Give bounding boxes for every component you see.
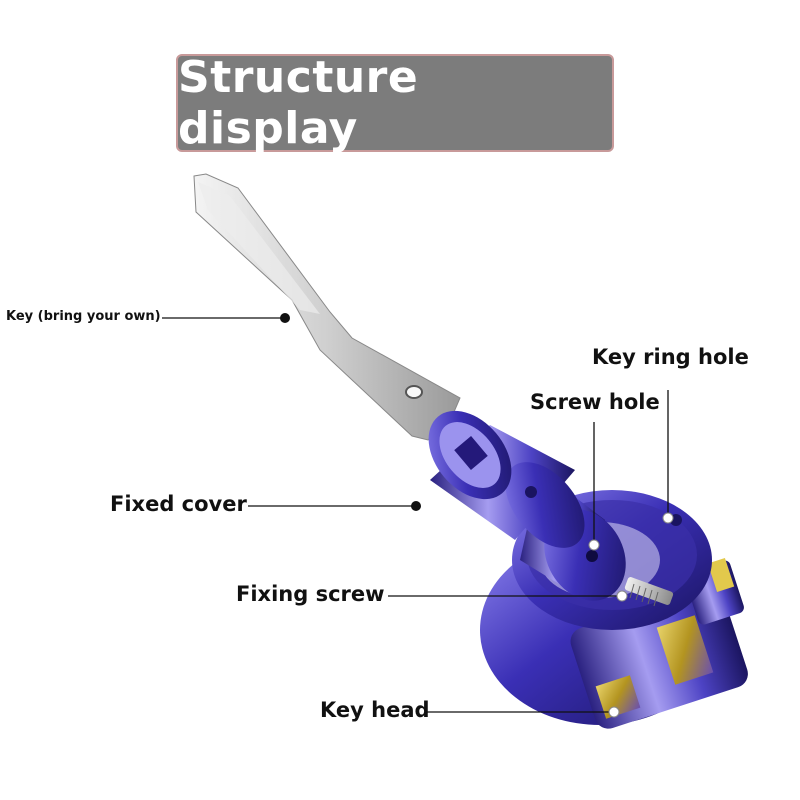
label-key: Key (bring your own) bbox=[6, 309, 161, 324]
fixed-cover-dot bbox=[411, 501, 421, 511]
fixed-cover-part bbox=[428, 410, 585, 548]
label-key-ring-hole: Key ring hole bbox=[592, 345, 749, 369]
screw-hole-dot bbox=[588, 539, 600, 551]
label-key-head: Key head bbox=[320, 698, 430, 722]
title-banner: Structure display bbox=[176, 52, 614, 154]
key-blade bbox=[193, 173, 461, 441]
label-fixing-screw: Fixing screw bbox=[236, 582, 385, 606]
key-head-dot bbox=[608, 706, 620, 718]
fixing-screw-dot bbox=[616, 590, 628, 602]
page-title: Structure display bbox=[178, 52, 419, 154]
label-fixed-cover: Fixed cover bbox=[110, 492, 247, 516]
key-ring-hole-dot bbox=[662, 512, 674, 524]
label-screw-hole: Screw hole bbox=[530, 390, 660, 414]
key-dot bbox=[280, 313, 290, 323]
fixing-screw-part bbox=[624, 577, 674, 607]
key-head-body bbox=[480, 490, 748, 729]
key-blade-hole bbox=[405, 385, 423, 399]
